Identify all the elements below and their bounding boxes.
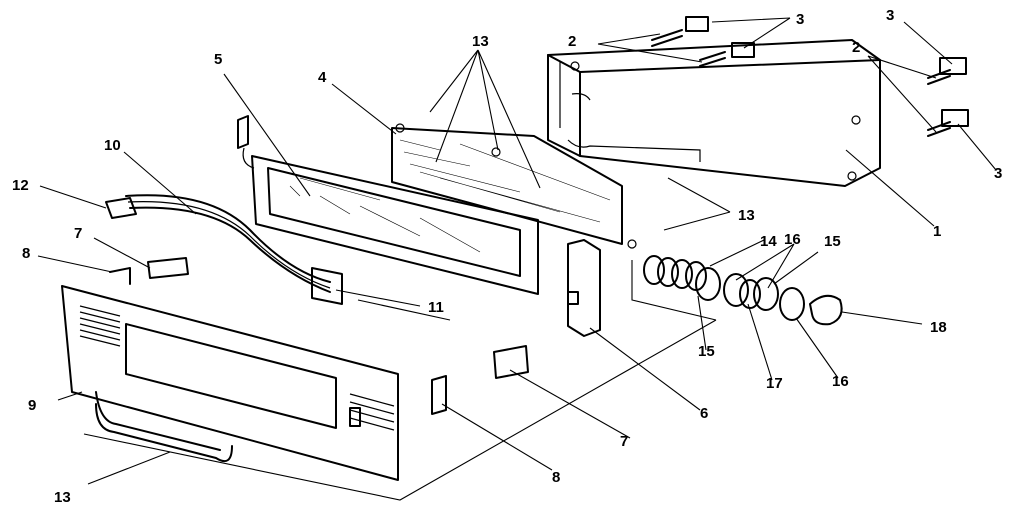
callout-2-right: 2 <box>852 39 860 56</box>
callout-15-left: 15 <box>698 343 715 360</box>
callout-14: 14 <box>760 233 777 250</box>
callout-3-upper-right: 3 <box>886 7 894 24</box>
part-12-connector <box>105 197 137 219</box>
part-5-display-module <box>237 115 539 295</box>
callout-4: 4 <box>318 69 327 86</box>
callout-1: 1 <box>933 223 941 240</box>
callout-15-right: 15 <box>824 233 841 250</box>
callout-3-lower-right: 3 <box>994 165 1002 182</box>
callout-7-right: 7 <box>620 433 628 450</box>
callout-18: 18 <box>930 319 947 336</box>
callout-17: 17 <box>766 375 783 392</box>
part-2-screws <box>651 29 951 137</box>
callout-12: 12 <box>12 177 29 194</box>
part-17-spacer <box>739 279 761 309</box>
callout-5: 5 <box>214 51 222 68</box>
callout-16-bottom: 16 <box>832 373 849 390</box>
callout-13-top: 13 <box>472 33 489 50</box>
part-11-connector <box>311 267 343 305</box>
callout-10: 10 <box>104 137 121 154</box>
callout-13-bottom: 13 <box>54 489 71 506</box>
callout-8-left: 8 <box>22 245 30 262</box>
callout-6: 6 <box>700 405 708 422</box>
part-8-bracket <box>109 267 447 415</box>
callout-labels: 1 2 2 3 3 3 4 5 6 7 7 8 8 9 10 11 12 13 … <box>12 7 1002 506</box>
leader-lines <box>37 17 997 501</box>
part-16-ring <box>723 273 805 321</box>
callout-8-bottom: 8 <box>552 469 560 486</box>
callout-2-top: 2 <box>568 33 576 50</box>
callout-11: 11 <box>428 299 444 316</box>
part-18-knob <box>809 294 843 326</box>
callout-7-left: 7 <box>74 225 82 242</box>
part-3-clips <box>685 16 969 127</box>
part-9-front-bezel <box>61 285 399 481</box>
part-1-rear-bracket <box>547 39 881 187</box>
callout-16-top: 16 <box>784 231 801 248</box>
part-6-side-bracket <box>567 239 601 337</box>
callout-13-right: 13 <box>738 207 755 224</box>
part-7-latch <box>147 257 529 379</box>
callout-3-top: 3 <box>796 11 804 28</box>
part-4-glass-panel <box>391 123 637 249</box>
part-10-cable <box>125 194 331 293</box>
callout-9: 9 <box>28 397 36 414</box>
part-15-washer <box>695 267 779 311</box>
